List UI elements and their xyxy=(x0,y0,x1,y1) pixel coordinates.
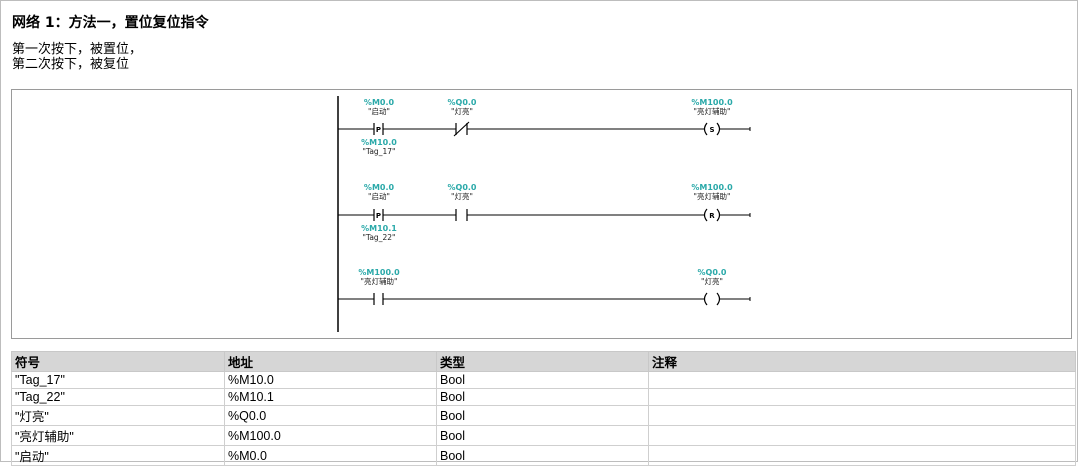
rung-1-edge-name: "Tag_17" xyxy=(363,147,396,156)
rung-2-contact-1-address: %M0.0 xyxy=(364,183,395,192)
rung-3-coil-name: "灯亮" xyxy=(701,276,723,286)
rung-3-contact-1-name: "亮灯辅助" xyxy=(361,276,398,286)
rung-1-edge-address: %M10.0 xyxy=(361,138,397,147)
rung-2-no-contact[interactable] xyxy=(455,209,468,221)
cell-symbol: "灯亮" xyxy=(11,405,225,426)
rung-3-contact-1-address: %M100.0 xyxy=(358,268,400,277)
rung-3-coil-address: %Q0.0 xyxy=(698,268,727,277)
cell-address: %Q0.0 xyxy=(224,405,437,426)
rung-2-coil-name: "亮灯辅助" xyxy=(694,191,731,201)
cell-comment xyxy=(648,405,1076,426)
rung-2-contact-1-name: "启动" xyxy=(368,191,390,201)
rung-3-output-coil[interactable] xyxy=(703,292,721,306)
tag-table: 符号 地址 类型 注释 "Tag_17" %M10.0 Bool "Tag_22… xyxy=(11,351,1076,466)
rung-1-p-contact[interactable]: P xyxy=(373,123,384,135)
cell-comment xyxy=(648,425,1076,446)
cell-type: Bool xyxy=(436,388,649,406)
rung-1-contact-1-address: %M0.0 xyxy=(364,98,395,107)
table-row: "Tag_22" %M10.1 Bool xyxy=(11,388,1076,406)
header-symbol: 符号 xyxy=(11,351,225,372)
rung-2-contact-2-name: "灯亮" xyxy=(451,191,473,201)
header-comment: 注释 xyxy=(648,351,1076,372)
cell-comment xyxy=(648,371,1076,389)
comment-line-2: 第二次按下，被复位 xyxy=(12,57,130,72)
cell-type: Bool xyxy=(436,425,649,446)
rung-3: %M100.0 "亮灯辅助" %Q0.0 "灯亮" xyxy=(338,268,751,306)
cell-type: Bool xyxy=(436,371,649,389)
rung-3-no-contact[interactable] xyxy=(373,293,384,305)
cell-address: %M10.0 xyxy=(224,371,437,389)
rung-1-contact-1-name: "启动" xyxy=(368,106,390,116)
rung-1-p-symbol: P xyxy=(376,126,381,134)
comment-line-1: 第一次按下，被置位， xyxy=(12,42,143,57)
cell-address: %M10.1 xyxy=(224,388,437,406)
rung-2-edge-address: %M10.1 xyxy=(361,224,397,233)
table-row: "启动" %M0.0 Bool xyxy=(11,445,1076,466)
tag-table-header: 符号 地址 类型 注释 xyxy=(11,351,1076,372)
rung-2-coil-symbol: R xyxy=(709,212,715,220)
rung-2-contact-2-address: %Q0.0 xyxy=(448,183,477,192)
header-type: 类型 xyxy=(436,351,649,372)
cell-address: %M100.0 xyxy=(224,425,437,446)
rung-1-set-coil[interactable]: S xyxy=(703,122,721,136)
cell-symbol: "Tag_22" xyxy=(11,388,225,406)
header-address: 地址 xyxy=(224,351,437,372)
rung-2: P %M0.0 "启动" %M10.1 "Tag_22" %Q0.0 "灯亮" … xyxy=(338,183,751,242)
network-title: 网络 1：方法一，置位复位指令 xyxy=(12,15,209,31)
cell-address: %M0.0 xyxy=(224,445,437,466)
rung-1-contact-2-name: "灯亮" xyxy=(451,106,473,116)
rung-1-coil-symbol: S xyxy=(709,126,714,134)
rung-1: P %M0.0 "启动" %M10.0 "Tag_17" %Q0.0 "灯亮" xyxy=(338,98,751,156)
table-row: "亮灯辅助" %M100.0 Bool xyxy=(11,425,1076,446)
rung-1-coil-name: "亮灯辅助" xyxy=(694,106,731,116)
cell-symbol: "亮灯辅助" xyxy=(11,425,225,446)
cell-symbol: "Tag_17" xyxy=(11,371,225,389)
rung-2-p-contact[interactable]: P xyxy=(373,209,384,221)
rung-2-edge-name: "Tag_22" xyxy=(363,233,396,242)
network-comment: 第一次按下，被置位， 第二次按下，被复位 xyxy=(12,42,142,72)
rung-1-coil-address: %M100.0 xyxy=(691,98,733,107)
rung-2-reset-coil[interactable]: R xyxy=(703,208,721,222)
cell-type: Bool xyxy=(436,405,649,426)
rung-1-nc-contact[interactable] xyxy=(453,121,470,137)
table-row: "灯亮" %Q0.0 Bool xyxy=(11,405,1076,426)
rung-2-p-symbol: P xyxy=(376,212,381,220)
ladder-area: P %M0.0 "启动" %M10.0 "Tag_17" %Q0.0 "灯亮" xyxy=(11,89,1072,339)
rung-1-contact-2-address: %Q0.0 xyxy=(448,98,477,107)
table-row: "Tag_17" %M10.0 Bool xyxy=(11,371,1076,389)
rung-2-coil-address: %M100.0 xyxy=(691,183,733,192)
cell-comment xyxy=(648,445,1076,466)
cell-comment xyxy=(648,388,1076,406)
ladder-diagram: P %M0.0 "启动" %M10.0 "Tag_17" %Q0.0 "灯亮" xyxy=(337,96,751,332)
cell-symbol: "启动" xyxy=(11,445,225,466)
cell-type: Bool xyxy=(436,445,649,466)
